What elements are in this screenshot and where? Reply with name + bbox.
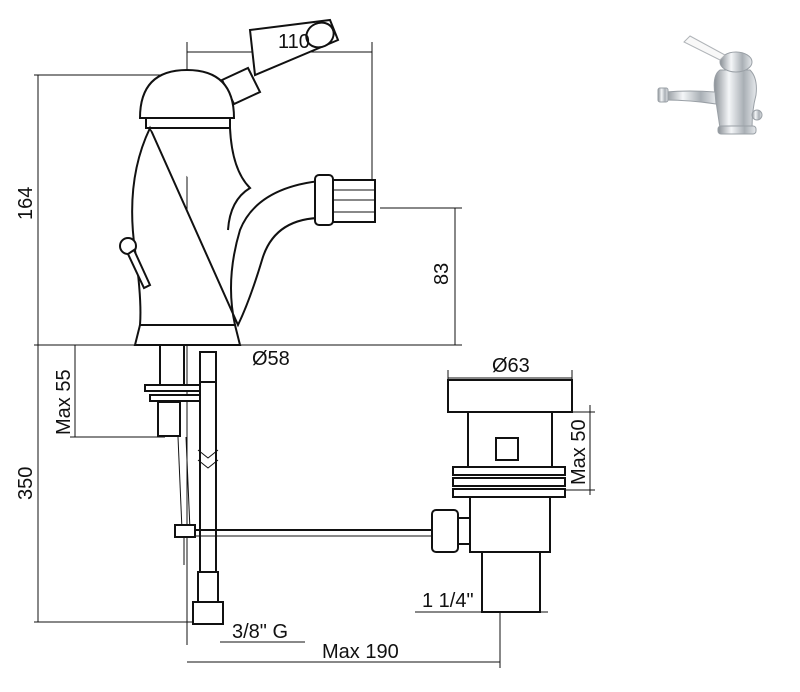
dim-waste-diameter: Ø63 <box>492 355 530 377</box>
dim-total-height: 164 <box>15 187 37 220</box>
dim-waste-max: Max 50 <box>568 419 590 485</box>
dim-handle-reach: 110 <box>278 31 310 53</box>
dim-max-distance: Max 190 <box>322 641 399 663</box>
dim-max-deck: Max 55 <box>53 369 75 435</box>
dim-waste-thread: 1 1/4" <box>422 590 474 612</box>
faucet-body <box>119 18 376 346</box>
product-photo <box>657 35 763 135</box>
under-deck-parts <box>144 344 432 625</box>
dim-spout-height: 83 <box>431 263 453 285</box>
dim-inlet-thread: 3/8" G <box>232 621 288 643</box>
dim-base-diameter: Ø58 <box>252 348 290 370</box>
pop-up-waste <box>431 379 573 613</box>
dim-hose-length: 350 <box>15 467 37 500</box>
